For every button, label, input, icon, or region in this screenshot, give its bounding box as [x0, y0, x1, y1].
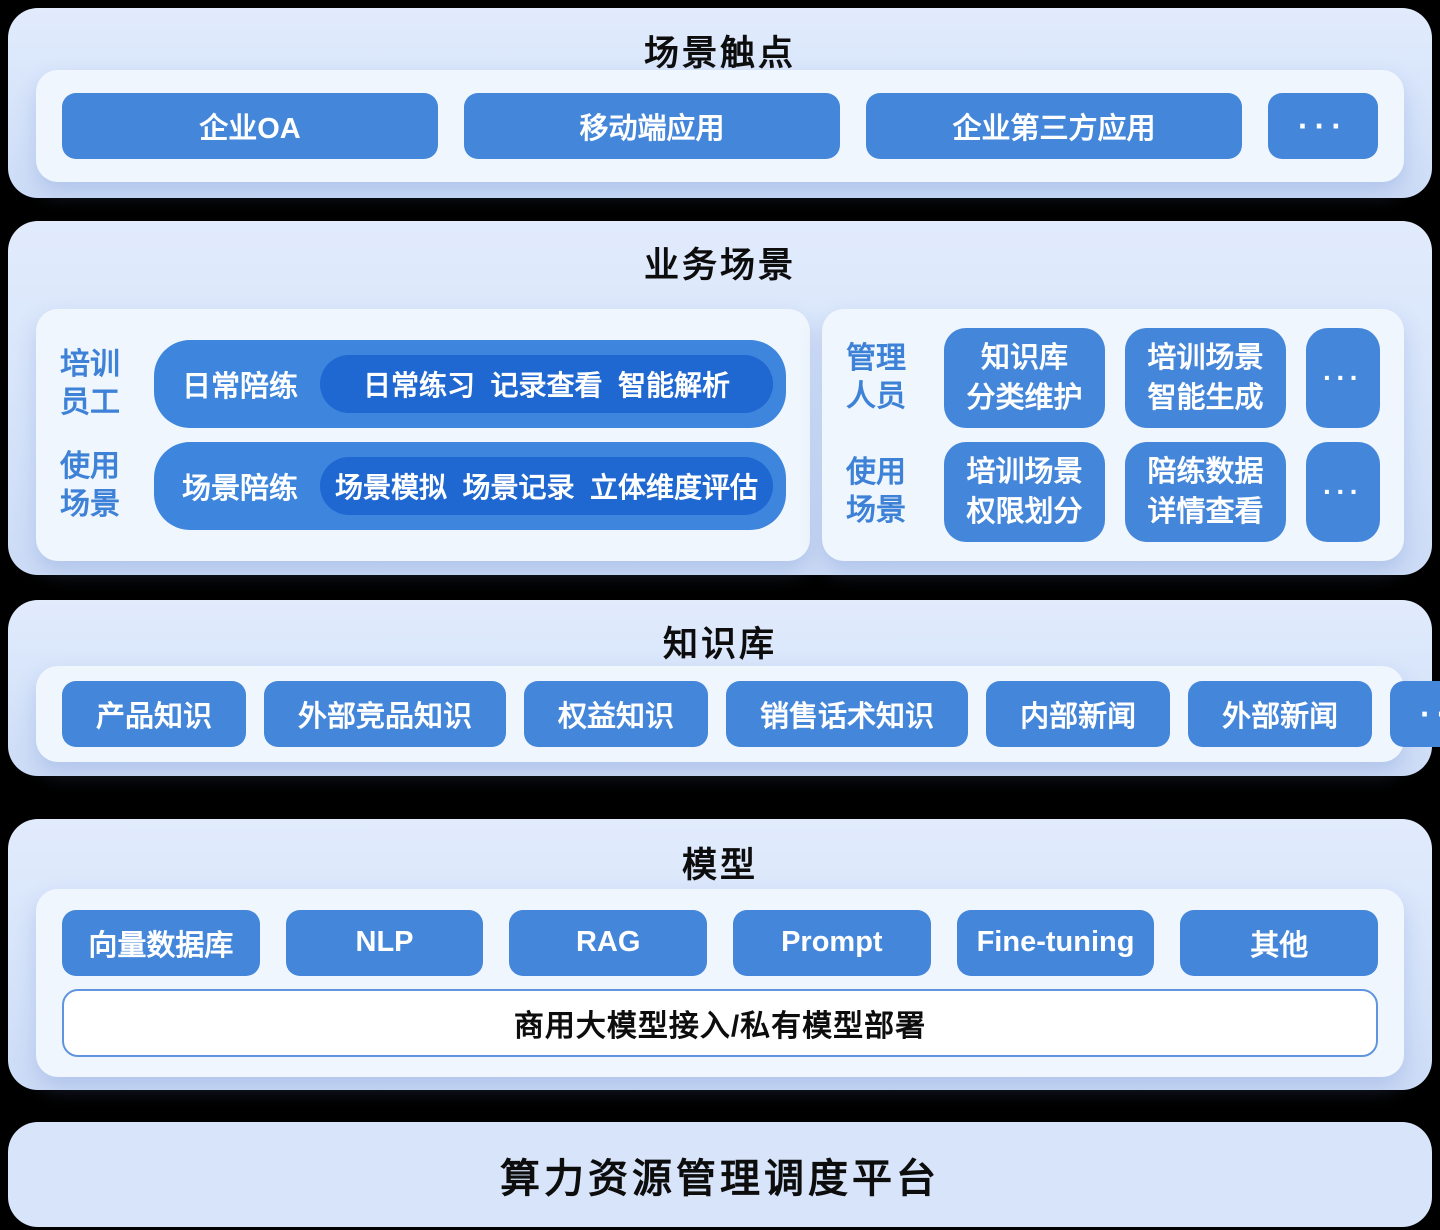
pill-scene-sparring-detail: 场景模拟 场景记录 立体维度评估	[320, 457, 773, 515]
model-chip-row: 向量数据库 NLP RAG Prompt Fine-tuning 其他	[62, 909, 1379, 976]
employee-label-top: 培训 员工	[60, 348, 120, 419]
chip-scene-permission[interactable]: 培训场景 权限划分	[944, 442, 1105, 542]
pill-scene-sparring[interactable]: 场景陪练 场景模拟 场景记录 立体维度评估	[154, 442, 786, 530]
layer-touchpoints: 场景触点 企业OA 移动端应用 企业第三方应用 ···	[8, 8, 1432, 214]
layer-model-title: 模型	[681, 846, 758, 885]
layer-touchpoints-title: 场景触点	[643, 34, 796, 73]
chip-vector-database[interactable]: 向量数据库	[62, 909, 260, 976]
chip-sales-script-knowledge[interactable]: 销售话术知识	[726, 681, 969, 747]
manager-label-bottom: 使用 场景	[846, 456, 906, 527]
layer-compute-title: 算力资源管理调度平台	[500, 1156, 940, 1201]
layer-business-title: 业务场景	[643, 246, 796, 285]
manager-scenes-panel: 管理 人员 知识库 分类维护 培训场景 智能生成 ··· 使用 场景 培训场景 …	[822, 309, 1404, 561]
chip-fine-tuning[interactable]: Fine-tuning	[956, 909, 1155, 976]
model-access-bar: 商用大模型接入/私有模型部署	[62, 988, 1378, 1057]
chip-internal-news[interactable]: 内部新闻	[986, 681, 1171, 747]
pill-daily-sparring-label: 日常陪练	[182, 371, 299, 403]
manager-label-top: 管理 人员	[846, 342, 906, 413]
chip-external-news[interactable]: 外部新闻	[1188, 681, 1373, 747]
manager-row1-more-ellipsis-icon[interactable]: ···	[1306, 328, 1380, 428]
layer-compute: 算力资源管理调度平台	[8, 1122, 1432, 1227]
employee-row-scene: 使用 场景 场景陪练 场景模拟 场景记录 立体维度评估	[60, 442, 786, 530]
employee-label-bottom: 使用 场景	[60, 450, 120, 521]
pill-scene-sparring-label: 场景陪练	[182, 473, 299, 505]
manager-row-2: 使用 场景 培训场景 权限划分 陪练数据 详情查看 ···	[846, 442, 1380, 542]
layer-knowledge: 知识库 产品知识 外部竞品知识 权益知识 销售话术知识 内部新闻 外部新闻 ··…	[8, 600, 1440, 792]
chip-enterprise-oa[interactable]: 企业OA	[62, 93, 438, 159]
chip-mobile-app[interactable]: 移动端应用	[464, 93, 840, 159]
chip-rag[interactable]: RAG	[509, 909, 708, 976]
touchpoints-panel: 企业OA 移动端应用 企业第三方应用 ···	[36, 70, 1404, 182]
knowledge-more-ellipsis-icon[interactable]: ···	[1390, 681, 1440, 747]
touchpoints-more-ellipsis-icon[interactable]: ···	[1268, 93, 1378, 159]
layer-business: 业务场景 培训 员工 日常陪练 日常练习 记录查看 智能解析 使用 场景 场景陪…	[8, 221, 1432, 591]
chip-other[interactable]: 其他	[1180, 909, 1379, 976]
layer-model: 模型 向量数据库 NLP RAG Prompt Fine-tuning 其他 商…	[8, 819, 1432, 1106]
employee-scenes-panel: 培训 员工 日常陪练 日常练习 记录查看 智能解析 使用 场景 场景陪练 场景模…	[36, 309, 810, 561]
chip-sparring-data-detail[interactable]: 陪练数据 详情查看	[1125, 442, 1286, 542]
chip-scene-auto-generation[interactable]: 培训场景 智能生成	[1125, 328, 1286, 428]
pill-daily-sparring[interactable]: 日常陪练 日常练习 记录查看 智能解析	[154, 340, 786, 428]
chip-competitor-knowledge[interactable]: 外部竞品知识	[264, 681, 507, 747]
chip-product-knowledge[interactable]: 产品知识	[62, 681, 247, 747]
chip-kb-category-maintenance[interactable]: 知识库 分类维护	[944, 328, 1105, 428]
manager-row-1: 管理 人员 知识库 分类维护 培训场景 智能生成 ···	[846, 328, 1380, 428]
chip-nlp[interactable]: NLP	[285, 909, 484, 976]
model-panel: 向量数据库 NLP RAG Prompt Fine-tuning 其他 商用大模…	[36, 889, 1404, 1077]
knowledge-panel: 产品知识 外部竞品知识 权益知识 销售话术知识 内部新闻 外部新闻 ···	[36, 666, 1440, 762]
chip-benefits-knowledge[interactable]: 权益知识	[524, 681, 709, 747]
chip-third-party-app[interactable]: 企业第三方应用	[866, 93, 1242, 159]
pill-daily-sparring-detail: 日常练习 记录查看 智能解析	[320, 355, 773, 413]
layer-knowledge-title: 知识库	[662, 625, 777, 664]
employee-row-daily: 培训 员工 日常陪练 日常练习 记录查看 智能解析	[60, 340, 786, 428]
chip-prompt[interactable]: Prompt	[733, 909, 931, 976]
manager-row2-more-ellipsis-icon[interactable]: ···	[1306, 442, 1380, 542]
